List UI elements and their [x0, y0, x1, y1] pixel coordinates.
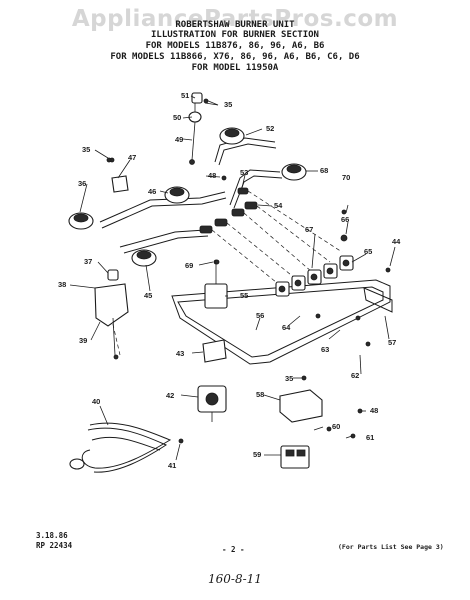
- part-number-56: 56: [256, 311, 264, 320]
- part-number-35b: 35: [82, 145, 90, 154]
- title-line-4: FOR MODELS 11B866, X76, 86, 96, A6, B6, …: [110, 52, 360, 62]
- title-line-3: FOR MODELS 11B876, 86, 96, A6, B6: [145, 41, 325, 51]
- assembly-lines: [104, 190, 343, 356]
- part-number-64: 64: [282, 323, 291, 332]
- part-number-54: 54: [274, 201, 283, 210]
- part-number-50: 50: [173, 113, 181, 122]
- part-number-55: 55: [240, 291, 248, 300]
- left-bracket: [94, 269, 129, 360]
- ignition-module: [280, 445, 310, 469]
- part-number-58: 58: [256, 390, 264, 399]
- part-number-46: 46: [148, 187, 156, 196]
- part-number-44: 44: [392, 237, 401, 246]
- part-number-48b: 48: [370, 406, 378, 415]
- manifold: [171, 279, 393, 365]
- leader-lines: [69, 95, 396, 461]
- part-number-36: 36: [78, 179, 86, 188]
- bracket: [204, 259, 228, 309]
- title-line-5: FOR MODEL 11950A: [191, 63, 279, 73]
- part-number-60: 60: [332, 422, 340, 431]
- part-number-37: 37: [84, 257, 92, 266]
- part-number-35c: 35: [285, 374, 293, 383]
- part-number-70: 70: [342, 173, 350, 182]
- watermark: AppliancePartsPros.com: [71, 6, 399, 32]
- part-number-38: 38: [58, 280, 66, 289]
- part-number-39: 39: [79, 336, 87, 345]
- part-number-45: 45: [144, 291, 152, 300]
- part-number-49: 49: [175, 135, 183, 144]
- part-number-63: 63: [321, 345, 329, 354]
- part-number-61: 61: [366, 433, 374, 442]
- part-number-42: 42: [166, 391, 174, 400]
- footer-page-number: - 2 -: [222, 545, 245, 554]
- regulator: [197, 385, 227, 422]
- part-callouts: 51 35 50 49 52 35 47 48 46 36 53 54 68 7…: [58, 91, 401, 470]
- part-number-41: 41: [168, 461, 176, 470]
- part-number-62: 62: [351, 371, 359, 380]
- part-number-47: 47: [128, 153, 136, 162]
- title-line-1: ROBERTSHAW BURNER UNIT: [175, 20, 295, 30]
- part-number-66: 66: [341, 215, 349, 224]
- part-number-67: 67: [305, 225, 313, 234]
- part-number-59: 59: [253, 450, 261, 459]
- part-number-35a: 35: [224, 100, 232, 109]
- burner-valves: [275, 255, 354, 297]
- valve-top-assembly: [188, 92, 219, 165]
- title-line-2: ILLUSTRATION FOR BURNER SECTION: [151, 30, 319, 40]
- footer-parts-list-note: (For Parts List See Page 3): [338, 543, 444, 551]
- part-number-53: 53: [240, 168, 248, 177]
- part-number-69: 69: [185, 261, 193, 270]
- orifice-fittings: [199, 187, 258, 234]
- part-number-65: 65: [364, 247, 372, 256]
- wiring-harness: [69, 422, 172, 473]
- footer-date: 3.18.86: [36, 531, 68, 540]
- part-number-68: 68: [320, 166, 328, 175]
- screws: [106, 157, 391, 444]
- footer-rp: RP 22434: [36, 541, 73, 550]
- part-number-52: 52: [266, 124, 274, 133]
- burner-heads: [68, 127, 307, 267]
- cover: [279, 389, 323, 423]
- handwritten-note: 160-8-11: [208, 572, 262, 586]
- part-number-43: 43: [176, 349, 184, 358]
- part-number-57: 57: [388, 338, 396, 347]
- part-number-51: 51: [181, 91, 189, 100]
- part-number-40: 40: [92, 397, 100, 406]
- plate: [202, 339, 227, 363]
- clip: [109, 157, 129, 193]
- part-number-48a: 48: [208, 171, 216, 180]
